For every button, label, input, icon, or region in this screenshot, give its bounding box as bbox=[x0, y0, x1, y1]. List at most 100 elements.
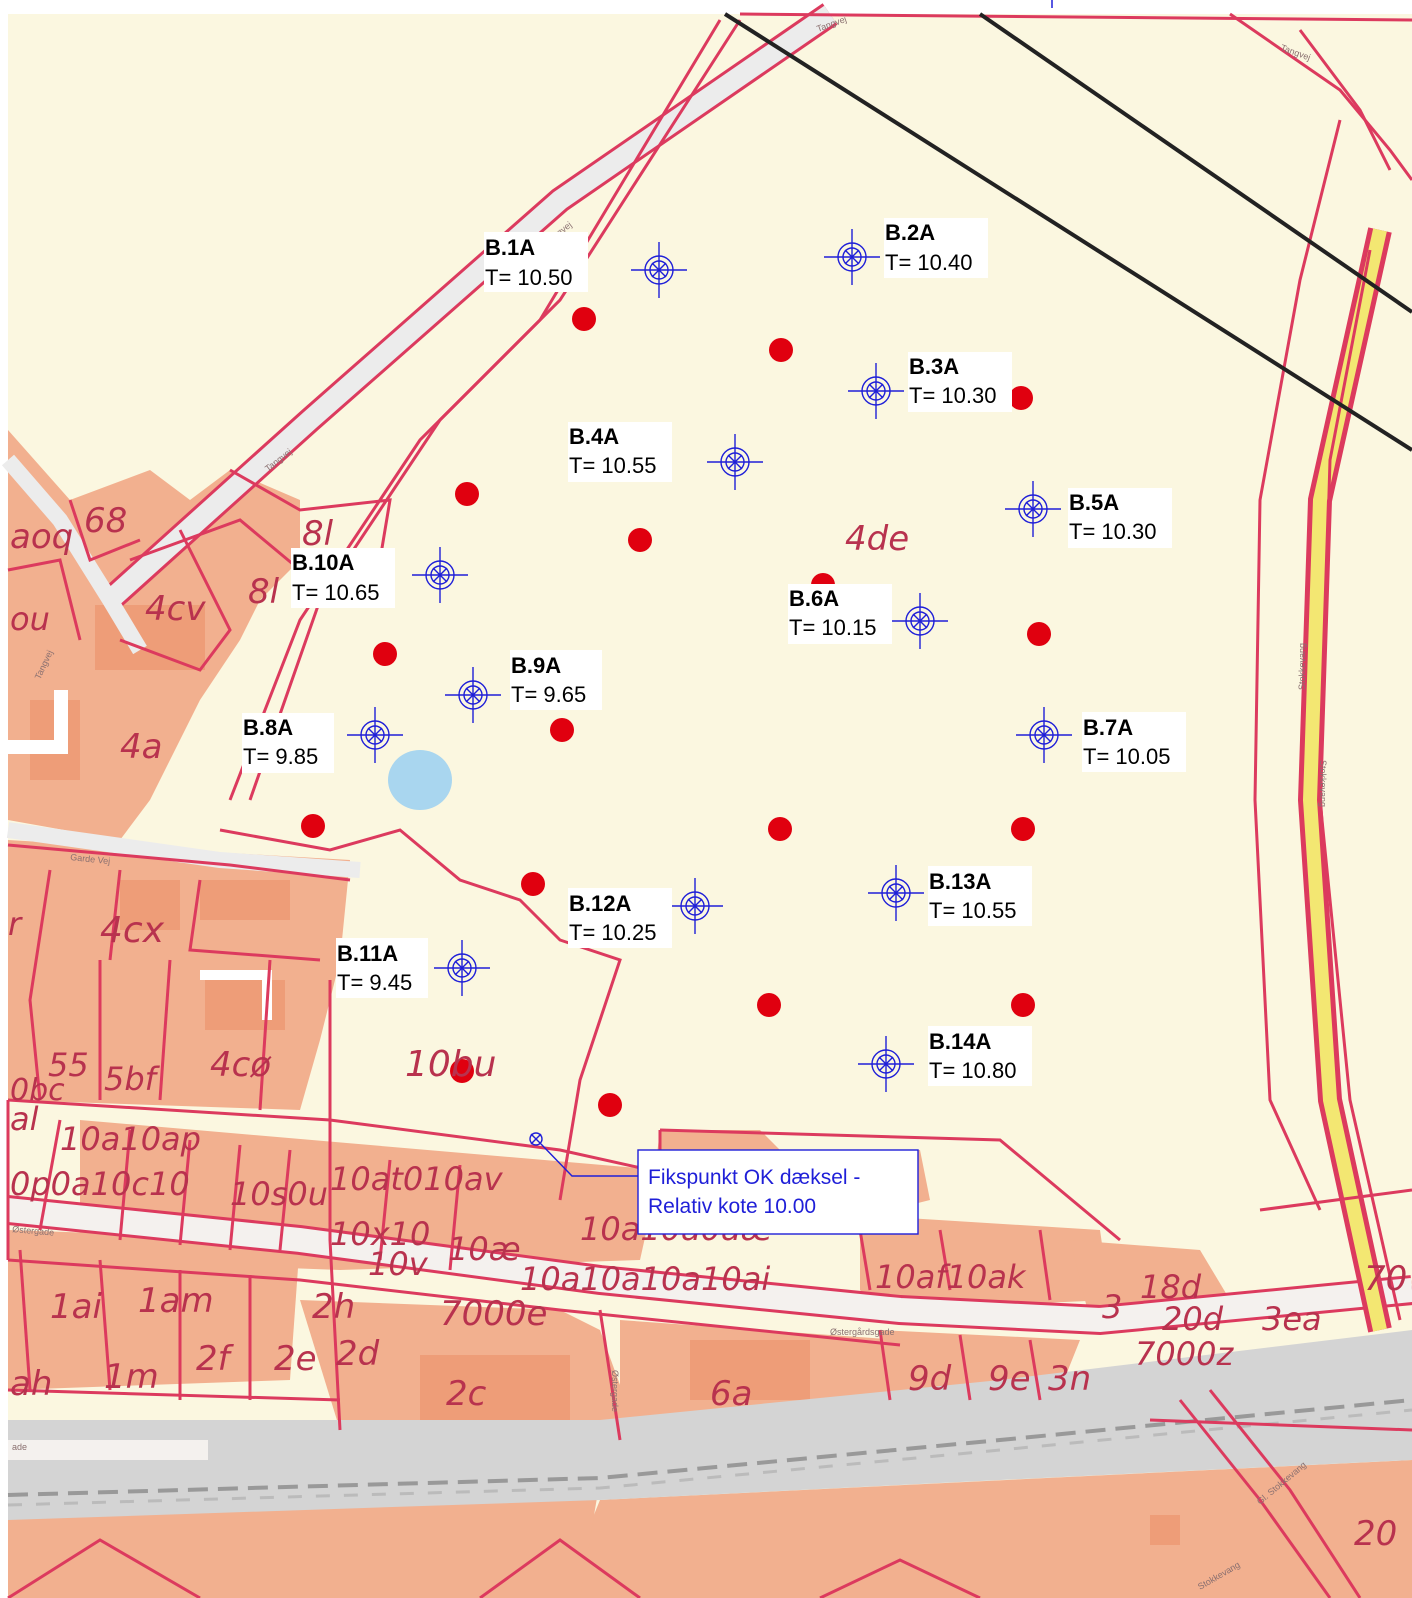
borehole-label-b8a: B.8A T= 9.85 bbox=[242, 713, 334, 773]
borehole-crosshair-icon bbox=[868, 865, 924, 921]
parcel-label: 2h bbox=[312, 1287, 355, 1327]
borehole-crosshair-icon bbox=[858, 1036, 914, 1092]
parcel-label: 18d bbox=[1140, 1268, 1202, 1306]
parcel-label: 0p0a10c10 bbox=[10, 1165, 190, 1203]
road-label-stokkevang: Stokkevang bbox=[1318, 760, 1328, 807]
pond bbox=[388, 750, 452, 810]
borehole-level: T= 10.80 bbox=[929, 1058, 1016, 1083]
red-dot bbox=[1027, 622, 1051, 646]
borehole-crosshair-icon bbox=[824, 229, 880, 285]
borehole-level: T= 9.65 bbox=[511, 682, 586, 707]
parcel-label: 1m bbox=[104, 1357, 159, 1397]
parcel-label: 10x10 bbox=[330, 1215, 430, 1253]
borehole-label-b11a: B.11A T= 9.45 bbox=[336, 938, 428, 998]
parcel-label: 2e bbox=[274, 1339, 317, 1379]
borehole-name: B.12A bbox=[569, 891, 631, 916]
red-dot bbox=[373, 642, 397, 666]
borehole-crosshair-icon bbox=[412, 547, 468, 603]
red-dot bbox=[1011, 817, 1035, 841]
borehole-crosshair-icon bbox=[347, 707, 403, 763]
borehole-crosshair-icon bbox=[434, 940, 490, 996]
parcel-label: 10af10ak bbox=[875, 1258, 1027, 1296]
red-dot bbox=[757, 993, 781, 1017]
borehole-name: B.1A bbox=[485, 235, 535, 260]
benchmark-marker bbox=[529, 1132, 640, 1177]
red-dot bbox=[301, 814, 325, 838]
borehole-crosshair-icon bbox=[667, 878, 723, 934]
parcel-label: aoq bbox=[10, 517, 73, 557]
red-dot bbox=[521, 872, 545, 896]
borehole-name: B.13A bbox=[929, 869, 991, 894]
borehole-crosshair-icon bbox=[707, 434, 763, 490]
borehole-level: T= 10.05 bbox=[1083, 744, 1170, 769]
borehole-crosshair-icon bbox=[445, 667, 501, 723]
benchmark-line2: Relativ kote 10.00 bbox=[648, 1195, 816, 1218]
parcel-label: 8l bbox=[302, 514, 334, 554]
roads bbox=[1, 3, 1412, 1520]
borehole-level: T= 10.30 bbox=[1069, 519, 1156, 544]
borehole-symbols bbox=[347, 229, 1072, 1092]
parcel-label: r bbox=[8, 905, 23, 943]
borehole-crosshair-icon bbox=[1016, 707, 1072, 763]
parcel-label: 6a bbox=[710, 1374, 752, 1414]
parcel-label: al bbox=[10, 1100, 39, 1138]
parcel-lines bbox=[6, 12, 1412, 1598]
road-label-ostergade: Østergade bbox=[610, 1370, 620, 1412]
borehole-level: T= 9.45 bbox=[337, 970, 412, 995]
borehole-label-b10a: B.10A T= 10.65 bbox=[291, 548, 395, 608]
red-dot bbox=[628, 528, 652, 552]
parcel-label: 4cø bbox=[210, 1045, 272, 1085]
red-dot bbox=[1009, 386, 1033, 410]
parcel-label: 7000e bbox=[440, 1294, 547, 1334]
parcel-label: 0bc bbox=[10, 1073, 65, 1108]
borehole-label-b5a: B.5A T= 10.30 bbox=[1068, 488, 1172, 548]
borehole-label-b6a: B.6A T= 10.15 bbox=[788, 584, 892, 644]
parcel-label: 3ea bbox=[1262, 1300, 1322, 1338]
parcel-label: 4a bbox=[120, 727, 162, 767]
parcel-label: 68 bbox=[84, 501, 127, 541]
parcel-label: 10bu bbox=[405, 1044, 496, 1085]
parcel-label: 7000z bbox=[1135, 1335, 1234, 1373]
benchmark-callout: Fikspunkt OK dæksel - Relativ kote 10.00 bbox=[529, 1132, 919, 1235]
parcel-label: 20d bbox=[1162, 1300, 1224, 1338]
borehole-level: T= 10.50 bbox=[485, 265, 572, 290]
borehole-label-b3a: B.3A T= 10.30 bbox=[908, 352, 1012, 412]
power-lines bbox=[723, 12, 1412, 452]
red-dots bbox=[301, 307, 1051, 1117]
borehole-name: B.3A bbox=[909, 354, 959, 379]
borehole-name: B.9A bbox=[511, 653, 561, 678]
borehole-labels: B.1A T= 10.50 B.2A T= 10.40 B.3A T= 10.3… bbox=[242, 218, 1186, 1086]
red-dot bbox=[572, 307, 596, 331]
road-label-stokkevang: Stokkevang bbox=[1297, 643, 1307, 690]
parcel-label: 10æ bbox=[448, 1230, 521, 1268]
borehole-level: T= 10.55 bbox=[569, 453, 656, 478]
parcel-label: 4cv bbox=[145, 589, 206, 629]
parcel-label: 20 bbox=[1354, 1514, 1397, 1554]
parcel-label: 5bf bbox=[104, 1060, 161, 1098]
parcel-label: 9d bbox=[908, 1359, 952, 1399]
borehole-crosshair-icon bbox=[631, 242, 687, 298]
borehole-name: B.7A bbox=[1083, 715, 1133, 740]
parcel-label: 1ai bbox=[50, 1287, 102, 1327]
borehole-level: T= 9.85 bbox=[243, 744, 318, 769]
red-dot bbox=[1011, 993, 1035, 1017]
parcel-label: 4de bbox=[845, 519, 909, 559]
borehole-name: B.6A bbox=[789, 586, 839, 611]
parcel-label: 10a10ap bbox=[60, 1120, 201, 1158]
red-dot bbox=[550, 718, 574, 742]
parcel-label: 2c bbox=[446, 1374, 487, 1414]
borehole-crosshair-icon bbox=[848, 363, 904, 419]
borehole-crosshair-icon bbox=[892, 593, 948, 649]
borehole-name: B.11A bbox=[337, 941, 398, 966]
borehole-level: T= 10.30 bbox=[909, 383, 996, 408]
borehole-label-b1a: B.1A T= 10.50 bbox=[484, 232, 588, 292]
borehole-label-b2a: B.2A T= 10.40 bbox=[884, 218, 988, 278]
parcel-label: 1am bbox=[138, 1281, 214, 1321]
borehole-name: B.2A bbox=[885, 220, 935, 245]
borehole-name: B.8A bbox=[243, 715, 293, 740]
parcel-label: 55 bbox=[48, 1046, 89, 1084]
red-dot bbox=[450, 1059, 474, 1083]
parcel-label: 10v bbox=[368, 1245, 429, 1283]
borehole-label-b14a: B.14A T= 10.80 bbox=[928, 1026, 1032, 1086]
